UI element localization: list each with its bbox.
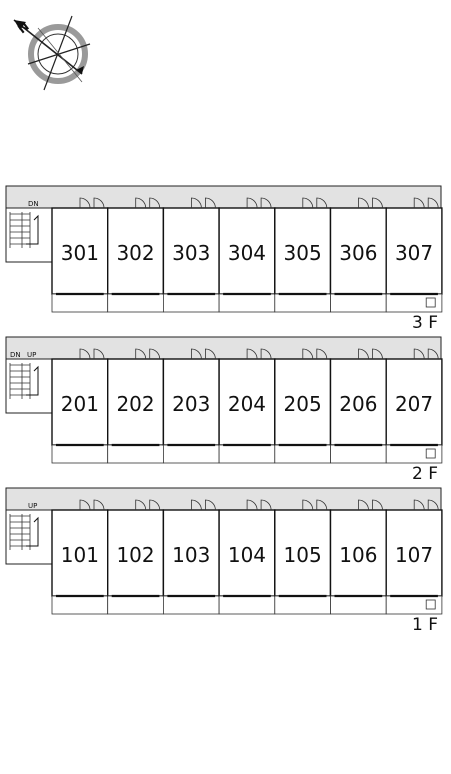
- door-icon: [79, 197, 105, 209]
- unit-302: 302: [106, 197, 165, 313]
- corridor: [5, 487, 442, 511]
- door-icon: [413, 348, 439, 360]
- unit-number: 301: [61, 241, 99, 265]
- unit-306: 306: [329, 197, 387, 313]
- door-icon: [246, 197, 272, 209]
- unit-number: 306: [339, 241, 377, 265]
- fixture-icon: [425, 448, 436, 459]
- stair-label-dn: DN: [28, 200, 39, 208]
- door-icon: [302, 197, 328, 209]
- floor-label: 1 F: [412, 615, 438, 635]
- unit-number: 305: [284, 241, 322, 265]
- door-icon: [191, 499, 216, 511]
- door-icon: [135, 348, 161, 360]
- unit-number: 204: [228, 392, 266, 416]
- compass: N: [13, 15, 91, 91]
- unit-203: 203: [162, 348, 220, 464]
- unit-number: 104: [228, 543, 266, 567]
- door-icon: [246, 499, 272, 511]
- unit-number: 302: [116, 241, 154, 265]
- unit-303: 303: [162, 197, 220, 313]
- unit-number: 207: [395, 392, 433, 416]
- unit-number: 103: [172, 543, 210, 567]
- door-icon: [135, 499, 161, 511]
- unit-205: 205: [274, 348, 332, 464]
- compass-rose-icon: [13, 15, 91, 91]
- stair-block: [5, 207, 53, 263]
- door-icon: [79, 348, 105, 360]
- fixture-icon: [425, 599, 436, 610]
- unit-107: 107: [385, 499, 443, 615]
- stair-label-up: UP: [27, 351, 36, 359]
- door-icon: [358, 499, 383, 511]
- door-icon: [246, 348, 272, 360]
- unit-101: 101: [51, 499, 109, 615]
- stairs-icon: [9, 363, 39, 399]
- unit-number: 206: [339, 392, 377, 416]
- door-icon: [79, 499, 105, 511]
- door-icon: [135, 197, 161, 209]
- unit-307: 307: [385, 197, 443, 313]
- stair-block: [5, 509, 53, 565]
- unit-301: 301: [51, 197, 109, 313]
- door-icon: [191, 348, 216, 360]
- stair-block: [5, 358, 53, 414]
- unit-number: 205: [284, 392, 322, 416]
- corridor: [5, 336, 442, 360]
- stairs-icon: [9, 212, 39, 248]
- unit-number: 307: [395, 241, 433, 265]
- door-icon: [302, 348, 328, 360]
- floor-1: DN 301 302 303 304 305 306 307 3 F: [5, 185, 443, 333]
- unit-304: 304: [218, 197, 276, 313]
- unit-number: 303: [172, 241, 210, 265]
- unit-number: 304: [228, 241, 266, 265]
- unit-104: 104: [218, 499, 276, 615]
- fixture-icon: [425, 297, 436, 308]
- unit-105: 105: [274, 499, 332, 615]
- corridor: [5, 185, 442, 209]
- door-icon: [358, 348, 383, 360]
- unit-number: 101: [61, 543, 99, 567]
- unit-103: 103: [162, 499, 220, 615]
- unit-207: 207: [385, 348, 443, 464]
- unit-204: 204: [218, 348, 276, 464]
- unit-number: 102: [116, 543, 154, 567]
- unit-number: 203: [172, 392, 210, 416]
- unit-206: 206: [329, 348, 387, 464]
- stair-label-dn: DN: [10, 351, 21, 359]
- door-icon: [413, 197, 439, 209]
- unit-number: 201: [61, 392, 99, 416]
- unit-number: 202: [116, 392, 154, 416]
- door-icon: [358, 197, 383, 209]
- stair-label-up: UP: [28, 502, 37, 510]
- stairs-icon: [9, 514, 39, 550]
- floor-label: 2 F: [412, 464, 438, 484]
- unit-201: 201: [51, 348, 109, 464]
- unit-number: 107: [395, 543, 433, 567]
- door-icon: [302, 499, 328, 511]
- unit-number: 106: [339, 543, 377, 567]
- unit-number: 105: [284, 543, 322, 567]
- unit-202: 202: [106, 348, 165, 464]
- unit-305: 305: [274, 197, 332, 313]
- floor-2: DN UP 201 202 203 204 205 206 207 2 F: [5, 336, 443, 484]
- unit-102: 102: [106, 499, 165, 615]
- door-icon: [413, 499, 439, 511]
- floor-label: 3 F: [412, 313, 438, 333]
- door-icon: [191, 197, 216, 209]
- floor-3: UP 101 102 103 104 105 106 107 1 F: [5, 487, 443, 635]
- unit-106: 106: [329, 499, 387, 615]
